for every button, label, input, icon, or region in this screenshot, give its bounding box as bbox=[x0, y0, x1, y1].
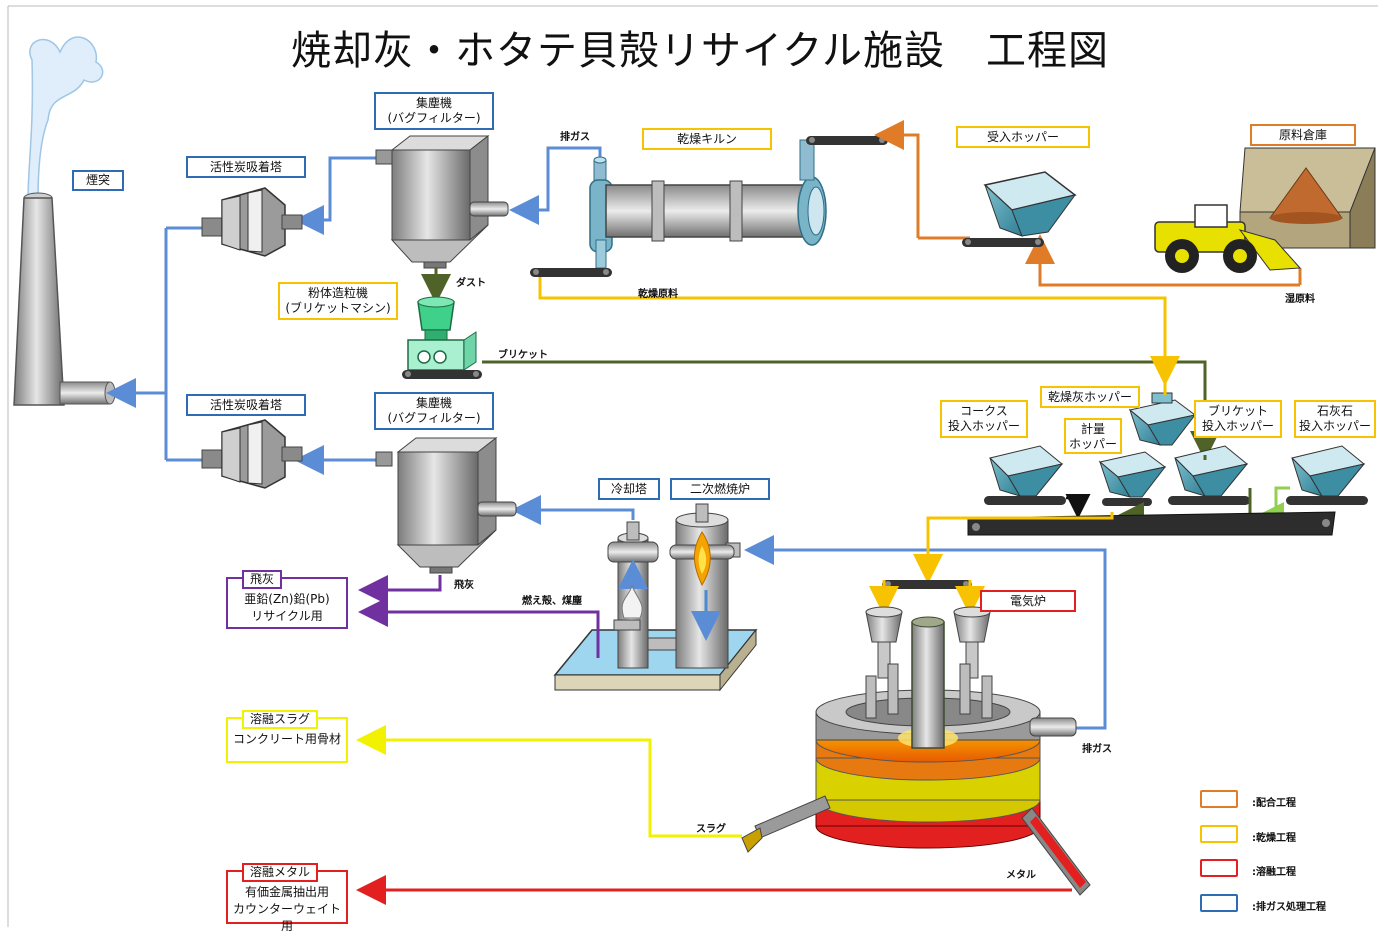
kiln-conveyor bbox=[530, 268, 612, 277]
output-metal-text: 有価金属抽出用 カウンターウェイト用 bbox=[232, 885, 341, 933]
mixing-flow-lines bbox=[874, 120, 1302, 287]
carbon-tower-graphic-2 bbox=[201, 419, 303, 489]
dry-ash-hopper-label: 乾燥灰ホッパー bbox=[1040, 386, 1140, 408]
page-title: 焼却灰・ホタテ貝殻リサイクル施設 工程図 bbox=[291, 28, 1109, 74]
kiln-top-conveyor bbox=[806, 136, 888, 145]
limestone-hopper-graphic bbox=[1286, 445, 1368, 505]
note-slag: スラグ bbox=[696, 824, 726, 835]
furnace-feed-conveyor bbox=[882, 580, 972, 589]
electric-furnace-label: 電気炉 bbox=[980, 590, 1076, 612]
flyash-flow-lines bbox=[358, 575, 600, 658]
dry-ash-hopper-graphic bbox=[1128, 392, 1197, 446]
output-slag-title: 溶融スラグ bbox=[242, 710, 319, 729]
main-conveyor bbox=[967, 511, 1336, 536]
receiving-hopper-graphic bbox=[962, 171, 1077, 247]
granulator-label: 粉体造粒機 (ブリケットマシン) bbox=[278, 282, 398, 320]
note-metal: メタル bbox=[1006, 870, 1036, 881]
note-fly-ash: 飛灰 bbox=[454, 580, 474, 591]
legend-label-drying: :乾燥工程 bbox=[1252, 833, 1296, 844]
legend-swatch-mixing bbox=[1200, 790, 1238, 808]
note-wet-material: 湿原料 bbox=[1285, 294, 1315, 305]
warehouse-graphic bbox=[1239, 147, 1376, 249]
secondary-combustor-graphic bbox=[669, 503, 741, 669]
electric-furnace-graphic bbox=[815, 606, 1077, 849]
dry-kiln-graphic bbox=[589, 139, 827, 269]
collector-label-2: 集塵機 (バグフィルター) bbox=[374, 392, 494, 430]
legend-swatch-drying bbox=[1200, 825, 1238, 843]
metering-hopper-label: 計量 ホッパー bbox=[1064, 418, 1122, 454]
chimney-label: 煙突 bbox=[72, 170, 124, 191]
output-slag-text: コンクリート用骨材 bbox=[232, 732, 341, 746]
note-exhaust-gas-furnace: 排ガス bbox=[1082, 744, 1112, 755]
collector-label-1: 集塵機 (バグフィルター) bbox=[374, 92, 494, 130]
bag-filter-graphic-1 bbox=[375, 134, 509, 269]
slag-flow-line bbox=[356, 725, 742, 838]
chimney-graphic bbox=[13, 36, 116, 406]
legend-label-mixing: :配合工程 bbox=[1252, 798, 1296, 809]
granulator-graphic bbox=[402, 296, 482, 379]
note-exhaust-gas-top: 排ガス bbox=[560, 132, 590, 143]
note-briquette: ブリケット bbox=[498, 350, 548, 361]
cooling-tower-label: 冷却塔 bbox=[598, 478, 660, 500]
slag-chute bbox=[741, 795, 831, 853]
wheel-loader-graphic bbox=[1154, 204, 1302, 273]
output-fly-ash-text: 亜鉛(Zn)鉛(Pb) リサイクル用 bbox=[244, 592, 330, 623]
output-metal-title: 溶融メタル bbox=[242, 863, 319, 882]
metering-hopper-graphic bbox=[1098, 451, 1167, 506]
limestone-hopper-label: 石灰石 投入ホッパー bbox=[1294, 400, 1376, 438]
legend-swatch-exhaust bbox=[1200, 894, 1238, 912]
output-slag: 溶融スラグ コンクリート用骨材 bbox=[226, 710, 348, 763]
carbon-tower-label-1: 活性炭吸着塔 bbox=[186, 156, 306, 178]
legend-label-exhaust: :排ガス処理工程 bbox=[1252, 902, 1326, 913]
legend-swatch-melting bbox=[1200, 859, 1238, 877]
output-fly-ash: 飛灰 亜鉛(Zn)鉛(Pb) リサイクル用 bbox=[226, 570, 348, 629]
secondary-combustor-label: 二次燃焼炉 bbox=[670, 478, 770, 500]
output-metal: 溶融メタル 有価金属抽出用 カウンターウェイト用 bbox=[226, 863, 348, 933]
receiving-hopper-label: 受入ホッパー bbox=[956, 126, 1090, 148]
dry-kiln-label: 乾燥キルン bbox=[642, 128, 772, 150]
legend-label-melting: :溶融工程 bbox=[1252, 867, 1296, 878]
carbon-tower-graphic-1 bbox=[201, 187, 303, 257]
raw-warehouse-label: 原料倉庫 bbox=[1250, 124, 1356, 146]
carbon-tower-label-2: 活性炭吸着塔 bbox=[186, 394, 306, 416]
cooling-tower-graphic bbox=[553, 521, 758, 692]
note-dry-material: 乾燥原料 bbox=[638, 289, 678, 300]
note-combustion-residue: 燃え殻、煤塵 bbox=[522, 596, 582, 607]
briquette-hopper-graphic bbox=[1168, 445, 1250, 505]
briquette-hopper-label: ブリケット 投入ホッパー bbox=[1194, 400, 1282, 438]
bag-filter-graphic-2 bbox=[375, 436, 517, 574]
output-fly-ash-title: 飛灰 bbox=[242, 570, 283, 589]
metal-chute bbox=[1021, 807, 1091, 896]
dry-material-line bbox=[538, 277, 1180, 386]
note-dust: ダスト bbox=[456, 278, 486, 289]
coke-hopper-graphic bbox=[984, 445, 1066, 505]
coke-hopper-label: コークス 投入ホッパー bbox=[940, 400, 1028, 438]
